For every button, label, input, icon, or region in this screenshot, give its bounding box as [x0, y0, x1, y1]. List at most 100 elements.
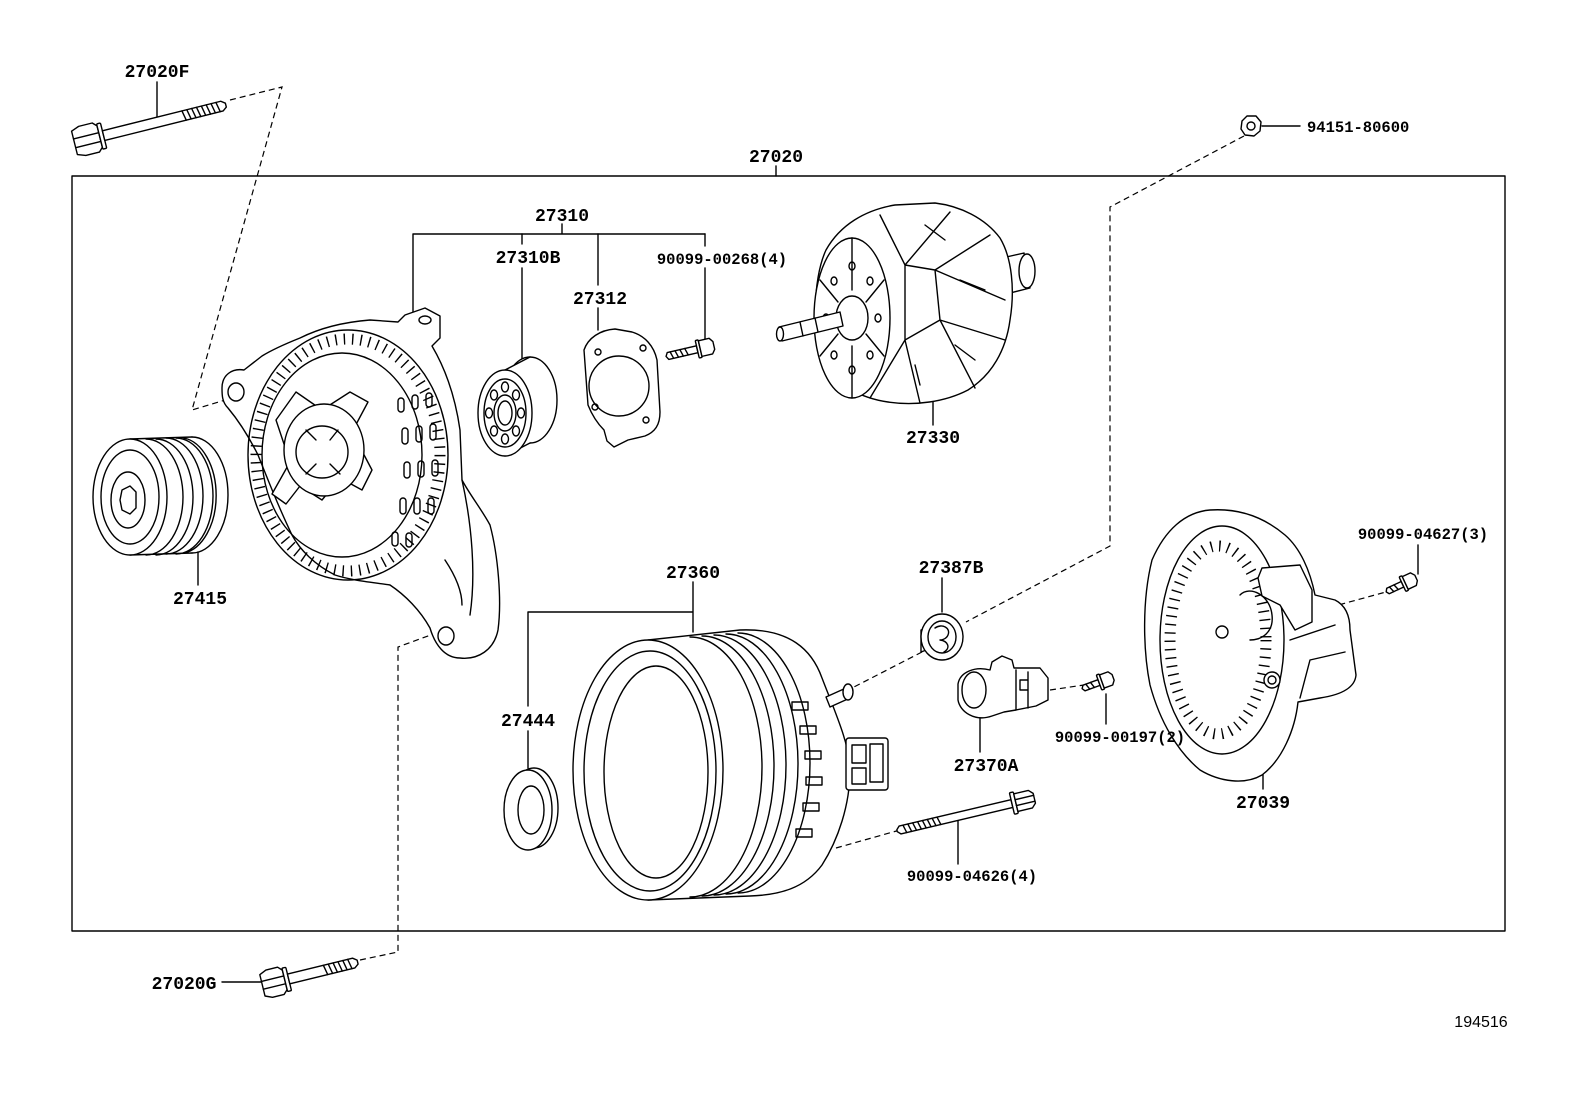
bolt-threads	[322, 958, 353, 976]
screw-threads	[1388, 584, 1400, 593]
bolt-head	[1013, 789, 1037, 813]
insulator-detail	[934, 625, 950, 653]
pulley-rim	[100, 449, 160, 545]
plate-screw-drawing	[665, 337, 716, 361]
seal-bore	[517, 785, 545, 835]
callout-27387b: 27387B	[919, 559, 984, 579]
stator-slot	[805, 776, 823, 786]
terminal-nut-drawing	[1240, 115, 1262, 137]
insulator-drawing	[920, 613, 964, 661]
callout-90099-04627: 90099-04627(3)	[1358, 526, 1488, 544]
through-bolt-drawing	[896, 789, 1037, 835]
bolt-shank	[286, 957, 359, 985]
stator-front-lip	[583, 650, 717, 892]
callout-27370a: 27370A	[954, 757, 1019, 777]
screw-threads	[669, 347, 689, 359]
rotor-front-claws	[819, 237, 885, 399]
stator-terminal-end	[842, 683, 854, 701]
bolt-threads	[902, 816, 942, 834]
dashed-bolt-lower	[359, 632, 437, 961]
bearing-ball	[484, 407, 494, 419]
screw-shank	[1385, 580, 1405, 595]
plate-screw-hole	[639, 344, 647, 352]
callout-90099-00197: 90099-00197(2)	[1055, 729, 1185, 747]
plate-screw-hole	[594, 348, 602, 356]
brush-holder-body	[957, 655, 1049, 719]
dashed-bolt-upper	[191, 86, 283, 411]
brush-holder-drawing	[957, 655, 1049, 719]
stator-front-face	[572, 639, 724, 901]
bolt-head-facets	[260, 975, 287, 990]
dashed-brush-screw	[1049, 684, 1085, 691]
stator-connector-latch	[869, 743, 884, 783]
callout-27330: 27330	[906, 429, 960, 449]
stator-grooves	[689, 632, 811, 898]
callout-27020: 27020	[749, 148, 803, 168]
bearing-ball	[500, 381, 510, 393]
plate-screw-hole	[642, 416, 650, 424]
cover-screw-drawing	[1385, 572, 1419, 595]
cover-vent-slots	[1164, 540, 1272, 740]
stator-slots	[791, 701, 823, 838]
rotor-hole	[848, 261, 856, 271]
callout-27444: 27444	[501, 712, 555, 732]
callout-90099-00268: 90099-00268(4)	[657, 251, 787, 269]
stator-slot	[791, 701, 809, 711]
seal-front-face	[503, 769, 553, 851]
vent-slot	[425, 392, 433, 408]
bearing-ball	[500, 433, 510, 445]
screw-head	[1098, 671, 1115, 689]
rear-cover-drawing	[1143, 509, 1357, 782]
bolt-head-facets	[72, 131, 102, 149]
figure-number: 194516	[1454, 1014, 1507, 1031]
rotor-hole	[866, 350, 874, 360]
callout-27415: 27415	[173, 590, 227, 610]
rotor-hole	[830, 350, 838, 360]
screw-head	[697, 337, 716, 358]
callout-27039: 27039	[1236, 794, 1290, 814]
stator-slot	[795, 828, 813, 838]
leader-stator-frame	[527, 581, 694, 707]
pulley-back-edge	[191, 436, 229, 554]
frame-cooling-fins	[250, 333, 446, 577]
cover-bolt-hole	[1267, 675, 1277, 685]
pulley-hex-bore	[119, 485, 137, 515]
brush-holder-sleeve	[961, 671, 987, 709]
rotor-shaft-steps	[799, 317, 819, 337]
pulley-grooves	[145, 437, 217, 556]
frame-outer-rim	[247, 329, 449, 581]
bolt-threads	[181, 101, 221, 121]
vent-slot	[411, 394, 419, 410]
callout-27020g: 27020G	[152, 975, 217, 995]
callout-labels: 27020F 27020 94151-80600 27310 27310B 90…	[125, 63, 1489, 995]
stator-frame-drawing	[572, 629, 889, 901]
frame-hub-ribs	[305, 429, 341, 475]
stator-slot	[804, 750, 822, 760]
rotor-hole	[830, 276, 838, 286]
vent-slot	[429, 423, 437, 441]
stator-opening	[603, 665, 709, 879]
stator-slot	[802, 802, 820, 812]
bolt-head-facets	[1014, 794, 1036, 807]
stator-connector-pin	[851, 744, 867, 764]
insulator-ring	[927, 620, 957, 654]
vent-slot	[391, 531, 399, 547]
bolt-shank	[101, 100, 228, 142]
cover-flange-edges	[1289, 624, 1346, 699]
frame-ear-hole-upper	[227, 382, 245, 402]
frame-inner-rim	[261, 352, 423, 558]
vent-slot	[403, 461, 411, 479]
stator-slot	[799, 725, 817, 735]
bearing-drawing	[477, 356, 558, 457]
frame-hub-bore	[295, 425, 349, 479]
rotor-claw-hatching	[914, 224, 986, 386]
vent-slot	[415, 425, 423, 443]
plate-center-hole	[588, 355, 650, 417]
bearing-ball	[511, 425, 521, 437]
leader-lines	[156, 81, 1419, 983]
dashed-insulator	[851, 651, 923, 689]
cover-center-hole	[1215, 625, 1229, 639]
rotor-claw-poles	[869, 211, 1006, 404]
rotor-shaft-end	[775, 326, 785, 342]
